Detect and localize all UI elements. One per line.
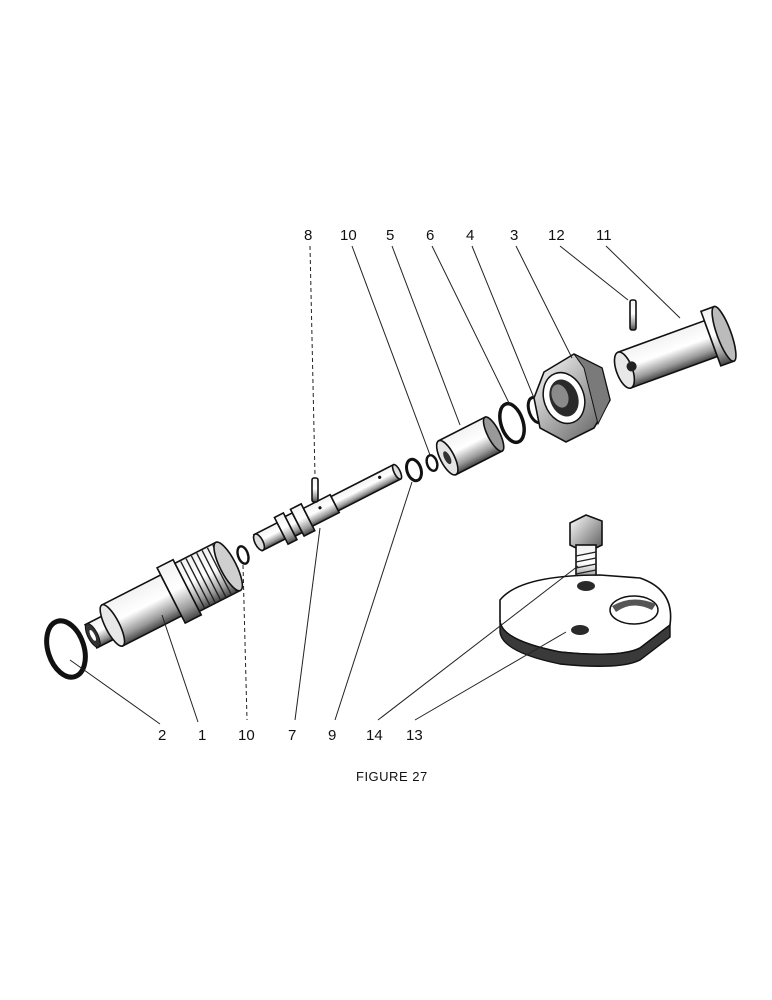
part-9-o-ring	[405, 457, 423, 483]
part-8-pin	[311, 477, 319, 503]
callout-1: 1	[198, 727, 206, 744]
callout-11: 11	[596, 227, 612, 244]
callout-12: 12	[548, 227, 565, 244]
part-6-o-ring	[498, 401, 526, 445]
part-13-flange-plate	[499, 574, 672, 667]
part-1-body	[83, 541, 244, 649]
part-5-sleeve	[435, 416, 505, 476]
figure-caption: FIGURE 27	[356, 769, 428, 784]
leader-lines	[69, 245, 681, 725]
callouts-bottom: 2 1 10 7 9 14 13	[158, 727, 423, 744]
callout-14: 14	[366, 727, 383, 744]
callouts-top: 8 10 5 6 4 3 12 11	[304, 227, 612, 244]
callout-10-bottom: 10	[238, 727, 255, 744]
callout-6: 6	[426, 227, 434, 244]
part-7-spool	[252, 463, 403, 552]
callout-2: 2	[158, 727, 166, 744]
callout-3: 3	[510, 227, 518, 244]
part-11-shaft	[613, 305, 737, 389]
part-2-o-ring	[44, 618, 88, 680]
callout-9: 9	[328, 727, 336, 744]
callout-5: 5	[386, 227, 394, 244]
callout-10-top: 10	[340, 227, 357, 244]
callout-8: 8	[304, 227, 312, 244]
part-3-hex-nut	[533, 353, 611, 443]
part-10-small-o-ring-lower	[236, 545, 250, 565]
part-12-pin	[629, 299, 637, 331]
callout-13: 13	[406, 727, 423, 744]
part-10-small-o-ring-upper	[425, 454, 439, 472]
callout-4: 4	[466, 227, 474, 244]
callout-7: 7	[288, 727, 296, 744]
